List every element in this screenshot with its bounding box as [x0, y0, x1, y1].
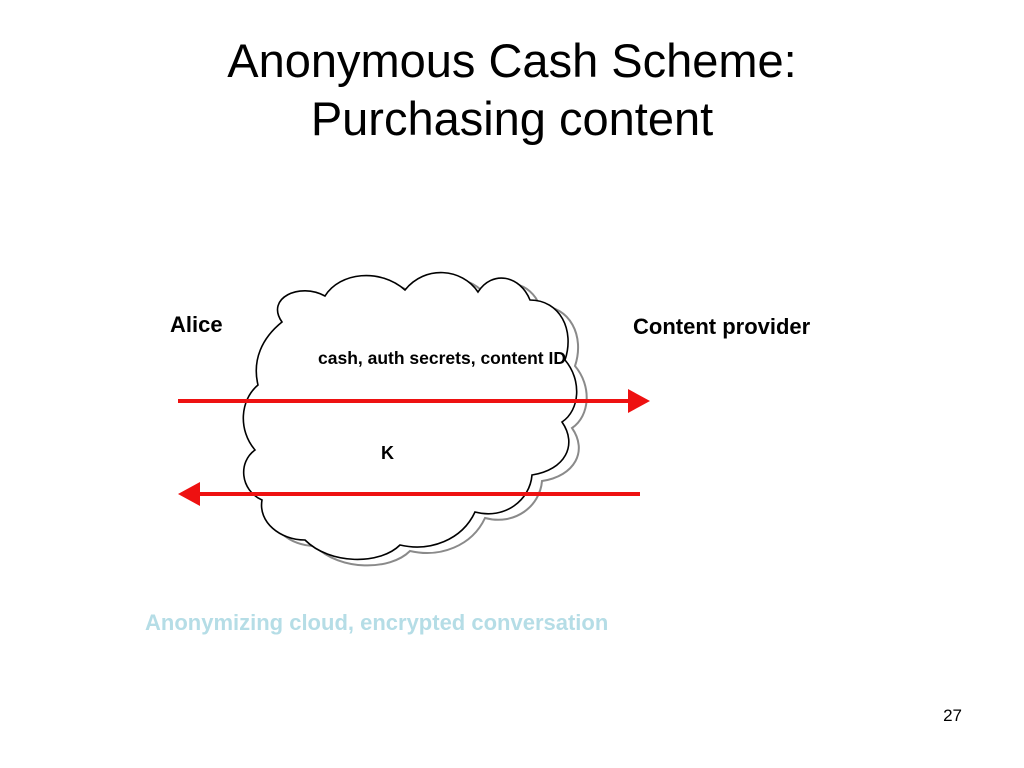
content-provider-label: Content provider: [633, 314, 811, 339]
return-arrow: [178, 482, 640, 506]
title-line-1: Anonymous Cash Scheme:: [227, 34, 797, 87]
forward-arrow-head: [628, 389, 650, 413]
anonymizing-cloud: [242, 271, 588, 567]
forward-message-label: cash, auth secrets, content ID: [318, 348, 566, 368]
return-arrow-head: [178, 482, 200, 506]
title-line-2: Purchasing content: [310, 92, 714, 145]
alice-label: Alice: [170, 312, 223, 337]
cloud-outline: [242, 271, 578, 561]
return-message-label: K: [381, 443, 394, 463]
page-number: 27: [943, 706, 962, 725]
slide-title: Anonymous Cash Scheme: Purchasing conten…: [0, 32, 1024, 148]
forward-arrow: [178, 389, 650, 413]
cloud-caption: Anonymizing cloud, encrypted conversatio…: [145, 610, 608, 635]
